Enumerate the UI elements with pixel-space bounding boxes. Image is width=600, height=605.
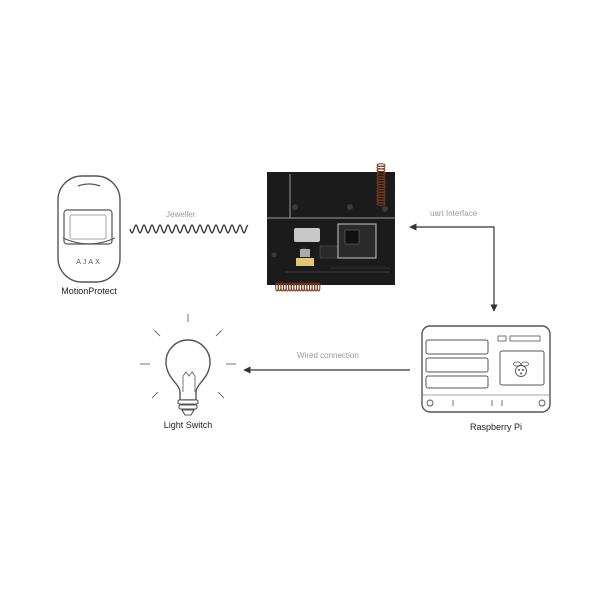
antenna-coil-turn (376, 202, 386, 206)
uart-interface-label: uart Interface (430, 209, 478, 218)
jeweller-wireless-link (129, 223, 249, 235)
light-bulb-icon (165, 339, 211, 416)
wired-connection-label: Wired connection (297, 351, 359, 360)
uart-connection-arrow (409, 223, 498, 312)
raspberry-logo-icon (513, 361, 529, 377)
antenna-vertical-icon (376, 163, 386, 206)
raspberry-pi-label: Raspberry Pi (469, 422, 523, 432)
antenna-coil-turn (316, 282, 321, 292)
motion-sensor-icon (57, 175, 121, 283)
light-switch-label: Light Switch (163, 420, 213, 430)
motion-protect-label: MotionProtect (61, 286, 117, 296)
circuit-board-icon (267, 172, 395, 285)
antenna-horizontal-icon (275, 282, 321, 292)
raspberry-pi-icon (421, 325, 551, 413)
light-rays-icon (140, 314, 236, 399)
sensor-logo-text: AJAX (76, 259, 102, 266)
jeweller-label: Jeweller (166, 210, 196, 219)
